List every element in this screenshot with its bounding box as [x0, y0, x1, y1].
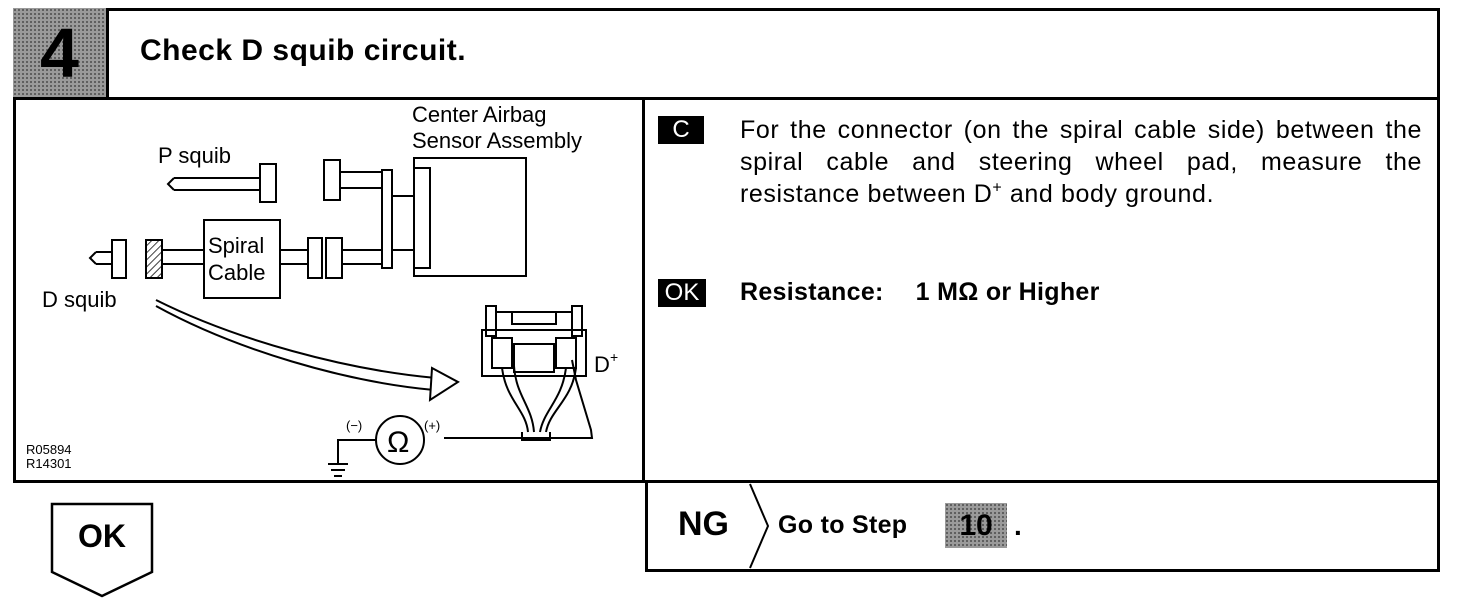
label-sensor-assembly: Sensor Assembly	[412, 128, 582, 153]
step-title: Check D squib circuit.	[140, 34, 467, 67]
title-divider	[13, 97, 1440, 100]
label-d-plus: D	[594, 352, 610, 377]
ref-code-2: R14301	[26, 456, 72, 471]
ok-arrow-icon	[50, 502, 154, 598]
d-squib-hatched-connector	[145, 239, 163, 279]
goto-step-ref[interactable]: 10	[945, 503, 1007, 548]
goto-step-text: Go to Step	[778, 511, 908, 539]
ohm-symbol: Ω	[387, 426, 409, 459]
instruction-text-end: and body ground.	[1002, 180, 1215, 208]
instruction-sup: +	[992, 179, 1003, 197]
tag-c: C	[658, 116, 704, 144]
label-d-plus-sup: +	[610, 349, 618, 365]
label-plus: (+)	[424, 418, 440, 433]
ng-arrow-icon	[749, 483, 770, 569]
circuit-diagram: Center Airbag Sensor Assembly P squib D …	[26, 102, 618, 477]
ok-arrow-label[interactable]: OK	[78, 517, 126, 554]
column-divider	[642, 98, 645, 483]
label-minus: (−)	[346, 418, 362, 433]
resistance-spec: Resistance: 1 MΩ or Higher	[740, 278, 1100, 307]
instruction-text: For the connector (on the spiral cable s…	[740, 114, 1422, 210]
p-squib-connector	[259, 163, 277, 203]
spiral-cable-box	[203, 219, 281, 299]
resistance-value: 1 MΩ or Higher	[915, 278, 1100, 306]
tag-ok: OK	[658, 279, 706, 307]
ref-code-1: R05894	[26, 442, 72, 457]
label-spiral: Spiral	[208, 233, 264, 258]
step-number: 4	[40, 13, 79, 92]
goto-period: .	[1014, 510, 1022, 541]
ng-frame	[645, 480, 1440, 572]
label-center-airbag: Center Airbag	[412, 102, 547, 127]
sensor-connector	[413, 167, 431, 269]
instruction-text-main: For the connector (on the spiral cable s…	[740, 116, 1422, 208]
ng-label: NG	[678, 505, 729, 543]
label-d-squib: D squib	[42, 287, 117, 312]
resistance-label: Resistance:	[740, 278, 884, 306]
step-number-box: 4	[13, 8, 109, 100]
label-p-squib: P squib	[158, 143, 231, 168]
label-cable: Cable	[208, 260, 265, 285]
d-squib-connector	[111, 239, 127, 279]
measurement-connector	[481, 329, 587, 377]
